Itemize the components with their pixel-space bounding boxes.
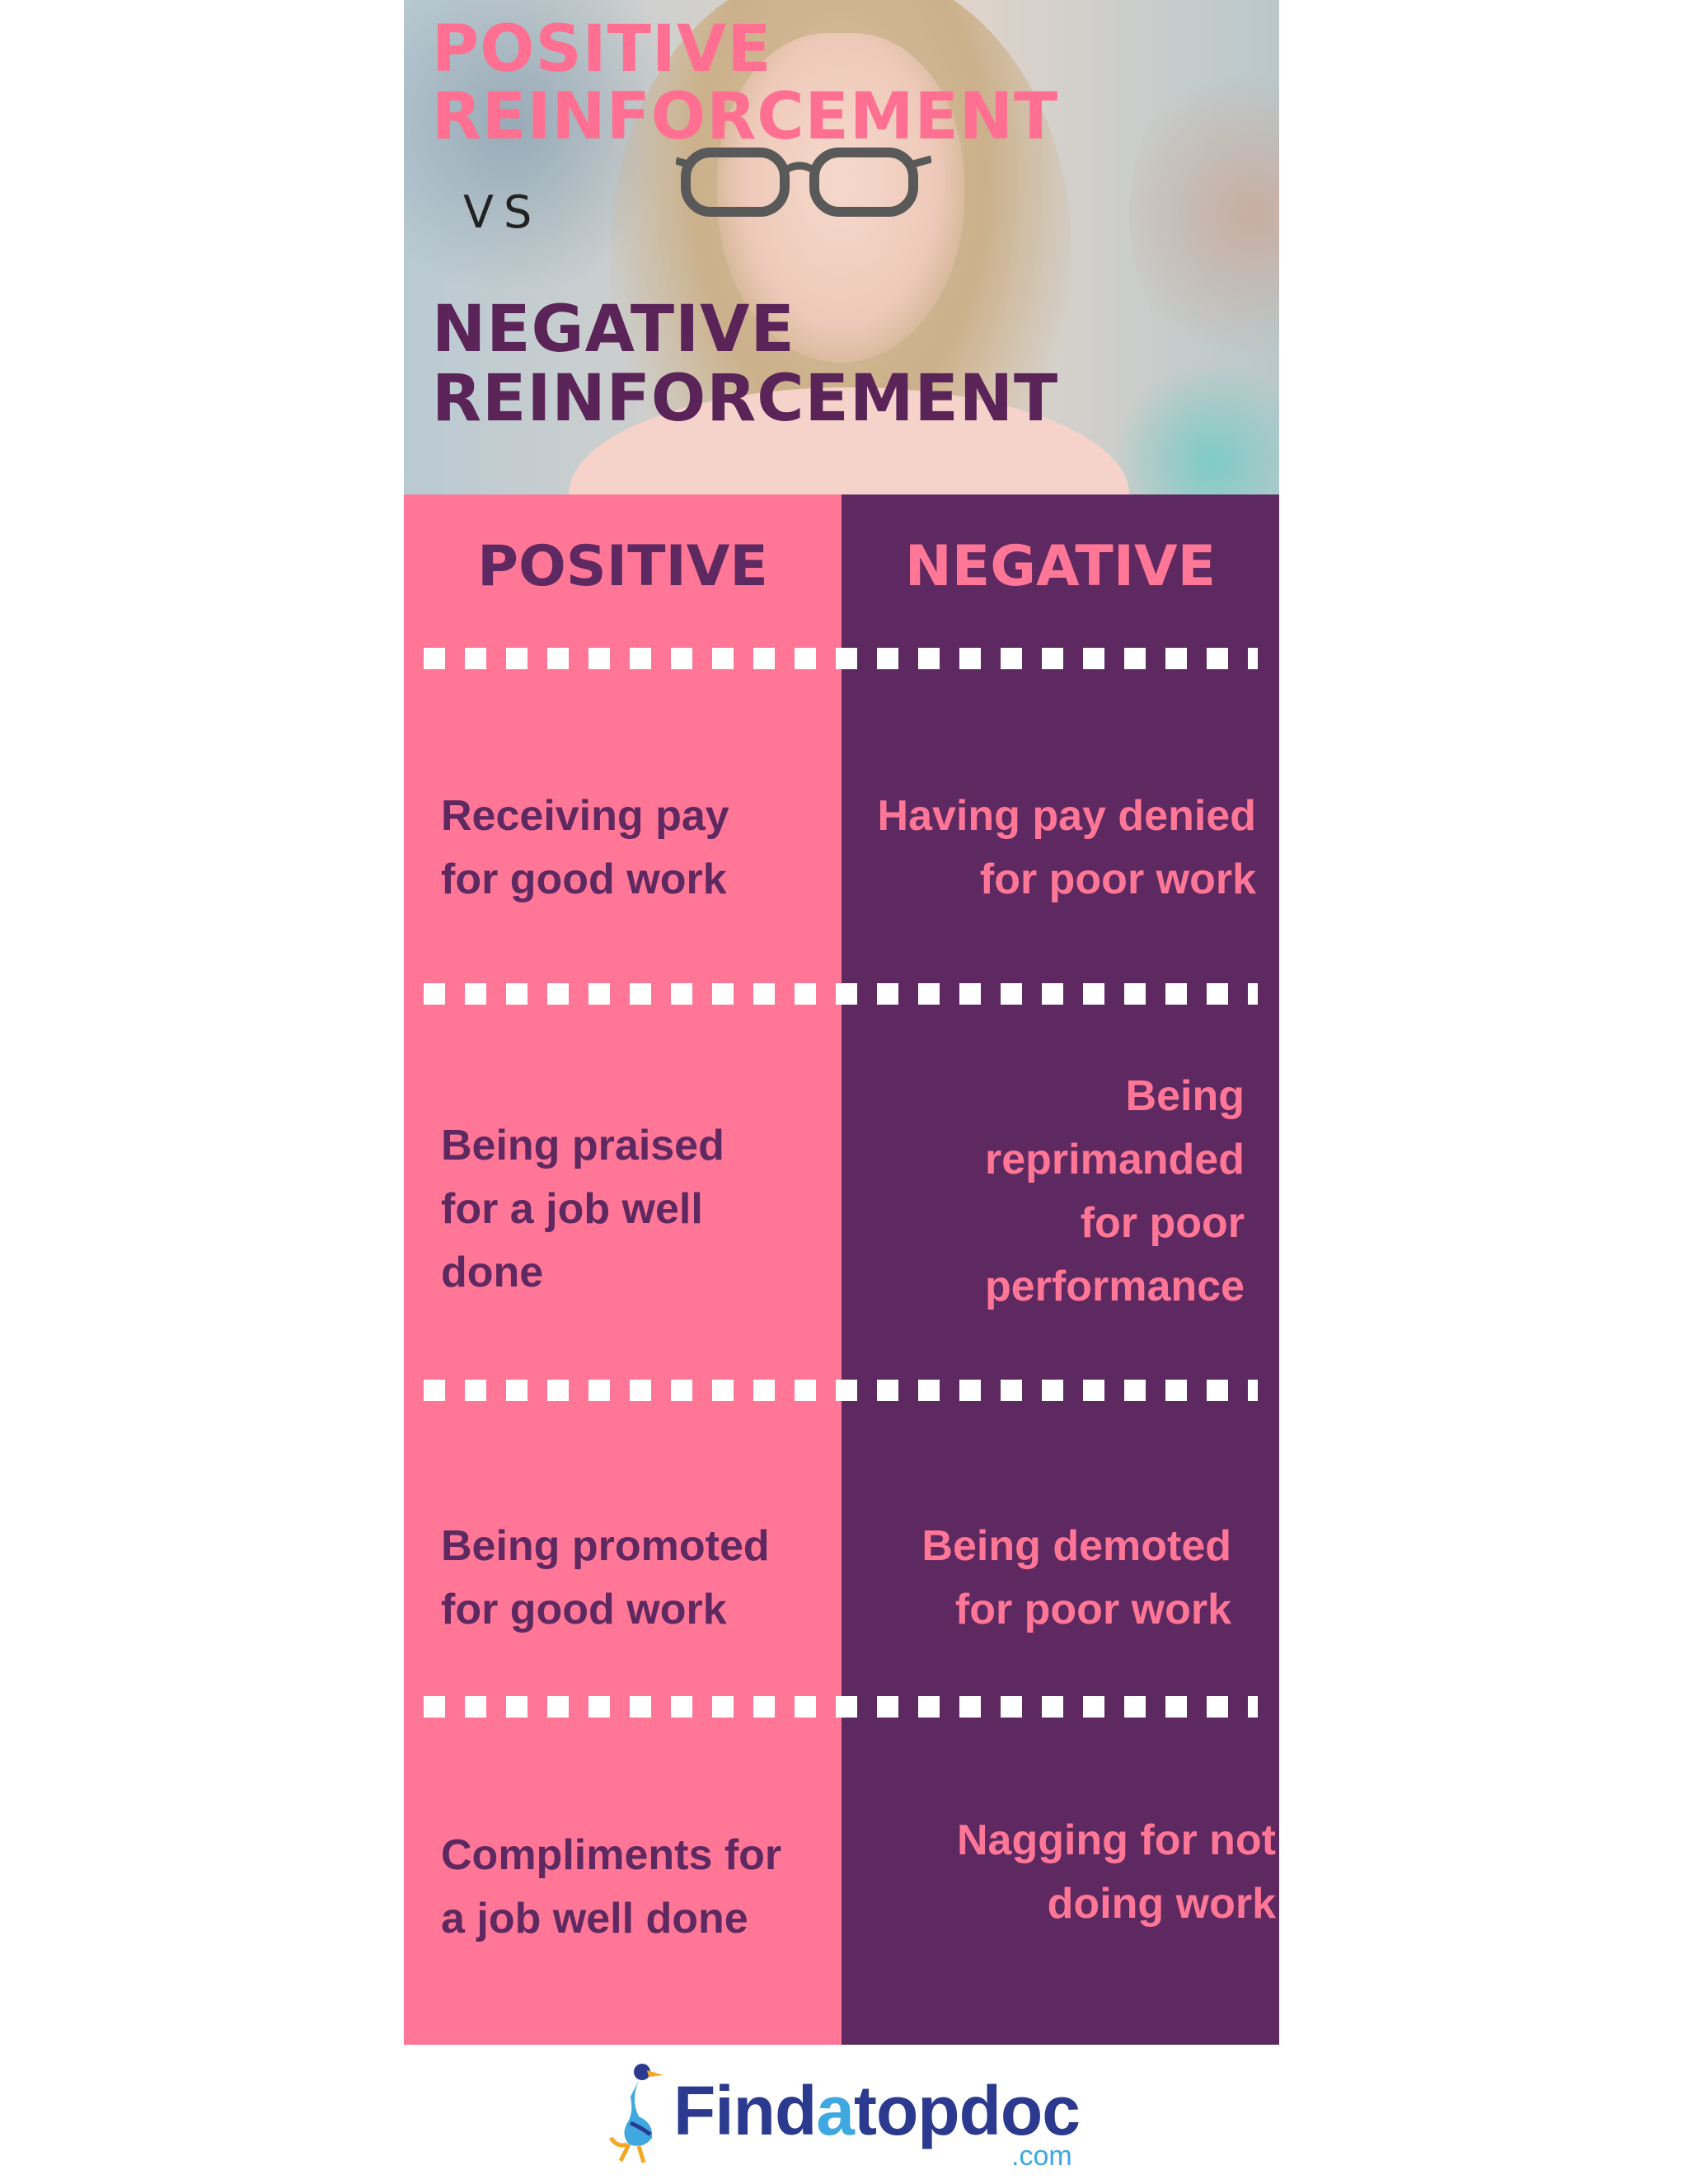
negative-cell-4: Nagging for not doing work [957,1809,1276,1936]
dotted-divider [424,648,1258,669]
logo-suffix: .com [1011,2140,1072,2172]
cell-line: Being demoted [921,1522,1231,1570]
dotted-divider [424,1380,1258,1401]
positive-cell-3: Being promoted for good work [441,1515,828,1642]
dotted-divider [424,1696,1258,1718]
title-vs: VS [463,186,542,238]
cell-line: performance [985,1263,1245,1310]
title-positive-line2: REINFORCEMENT [432,80,1059,154]
positive-cell-1: Receiving pay for good work [441,785,828,912]
cell-line: Nagging for not [956,1816,1276,1864]
cell-line: done [441,1249,544,1296]
title-negative-line2: REINFORCEMENT [432,362,1059,436]
findatopdoc-logo: Findatopdoc .com [606,2059,1100,2174]
negative-cell-3: Being demoted for poor work [921,1515,1231,1642]
cell-line: Being promoted [441,1522,770,1570]
positive-column: POSITIVE Receiving pay for good work Bei… [404,494,842,2045]
infographic: POSITIVE REINFORCEMENT VS NEGATIVE REINF… [404,0,1279,2045]
cell-line: Being praised [441,1122,724,1169]
cell-line: for poor work [954,1586,1231,1633]
cell-line: doing work [1047,1880,1276,1928]
cell-line: Compliments for [441,1831,782,1879]
positive-heading: POSITIVE [477,534,768,599]
header-photo: POSITIVE REINFORCEMENT VS NEGATIVE REINF… [404,0,1279,494]
positive-cell-4: Compliments for a job well done [441,1824,828,1951]
glasses-icon [676,148,931,217]
cell-line: a job well done [441,1895,748,1943]
cell-line: Having pay denied [877,792,1256,840]
title-negative-line1: NEGATIVE [432,293,795,367]
negative-cell-2: Being reprimanded for poor performance [985,1065,1245,1319]
logo-part-a: a [816,2072,855,2149]
cell-line: for good work [441,1586,727,1633]
photo-face [717,33,964,363]
negative-column: NEGATIVE Having pay denied for poor work… [842,494,1279,2045]
dotted-divider [424,983,1258,1005]
cell-line: Receiving pay [441,792,729,840]
photo-overlay [404,0,1279,494]
stork-logo-icon [608,2064,663,2163]
logo-wordmark: Findatopdoc [673,2072,1081,2149]
title-positive-line1: POSITIVE [432,12,772,87]
cell-line: Being [1125,1072,1245,1120]
negative-heading: NEGATIVE [904,534,1217,599]
logo-part-topdoc: topdoc [854,2072,1081,2149]
cell-line: for good work [441,855,727,903]
cell-line: for a job well [441,1185,703,1233]
logo-part-find: Find [673,2072,817,2149]
cell-line: for poor [1080,1199,1245,1247]
cell-line: reprimanded [985,1136,1245,1183]
positive-cell-2: Being praised for a job well done [441,1114,828,1305]
negative-cell-1: Having pay denied for poor work [878,785,1256,912]
cell-line: for poor work [979,855,1256,903]
